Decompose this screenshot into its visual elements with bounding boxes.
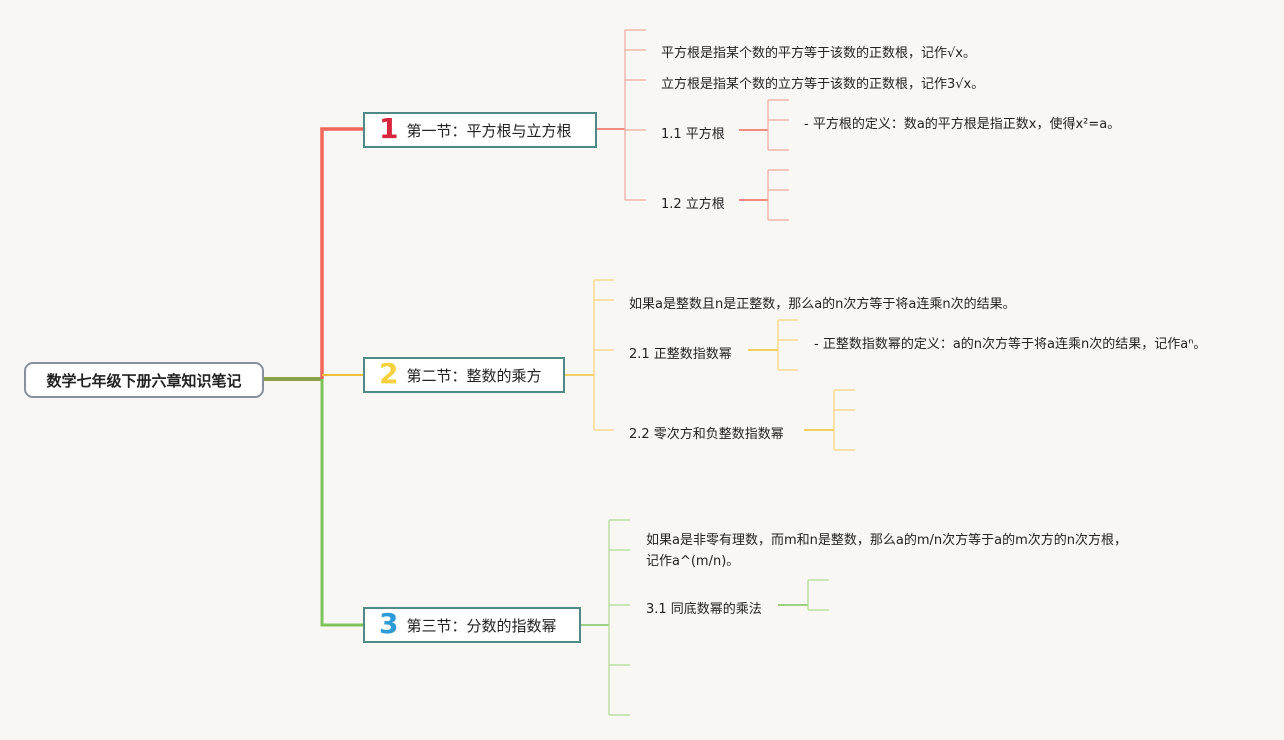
sub-topic-2-1[interactable]: 2.1 正整数指数幂 xyxy=(629,347,732,362)
sub-topic-1-2[interactable]: 1.2 立方根 xyxy=(661,197,725,212)
root-node[interactable]: 数学七年级下册六章知识笔记 xyxy=(24,362,264,398)
sub12-bracket xyxy=(767,169,789,221)
sub-topic-2-2[interactable]: 2.2 零次方和负整数指数幂 xyxy=(629,427,784,442)
section-title-1: 第一节：平方根与立方根 xyxy=(406,121,572,140)
sub-topic-1-1-detail: - 平方根的定义：数a的平方根是指正数x，使得x²=a。 xyxy=(804,117,1121,132)
section-number-3: 3 xyxy=(379,607,399,640)
section3-note-line-2: 记作a^(m/n)。 xyxy=(646,554,740,569)
section2-note-1: 如果a是整数且n是正整数，那么a的n次方等于将a连乘n次的结果。 xyxy=(629,297,1016,312)
section-node-3[interactable]: 3 第三节：分数的指数幂 xyxy=(363,607,581,643)
section1-note-2: 立方根是指某个数的立方等于该数的正数根，记作3√x。 xyxy=(661,77,985,92)
section-title-3: 第三节：分数的指数幂 xyxy=(406,616,557,635)
sub21-bracket xyxy=(777,319,798,371)
section2-bracket xyxy=(593,279,614,431)
branch-1-line xyxy=(320,127,363,379)
sub22-bracket xyxy=(833,389,855,451)
sub-topic-1-1[interactable]: 1.1 平方根 xyxy=(661,127,725,142)
sub-topic-2-1-detail: - 正整数指数幂的定义：a的n次方等于将a连乘n次的结果，记作aⁿ。 xyxy=(814,337,1207,352)
section-number-2: 2 xyxy=(379,357,399,390)
sub-topic-3-1[interactable]: 3.1 同底数幂的乘法 xyxy=(646,602,762,617)
section3-note-1: 如果a是非零有理数，而m和n是整数，那么a的m/n次方等于a的m次方的n次方根，… xyxy=(646,530,1127,572)
section3-bracket xyxy=(608,519,630,716)
section-title-2: 第二节：整数的乘方 xyxy=(406,366,542,385)
sub11-bracket xyxy=(767,99,789,151)
section3-note-line-1: 如果a是非零有理数，而m和n是整数，那么a的m/n次方等于a的m次方的n次方根， xyxy=(646,533,1127,548)
section-number-1: 1 xyxy=(379,112,399,145)
section-node-2[interactable]: 2 第二节：整数的乘方 xyxy=(363,357,565,393)
section-node-1[interactable]: 1 第一节：平方根与立方根 xyxy=(363,112,597,148)
branch-3-line xyxy=(320,379,363,627)
section1-note-1: 平方根是指某个数的平方等于该数的正数根，记作√x。 xyxy=(661,46,976,61)
section1-bracket xyxy=(624,29,646,201)
sub31-bracket xyxy=(807,579,829,611)
